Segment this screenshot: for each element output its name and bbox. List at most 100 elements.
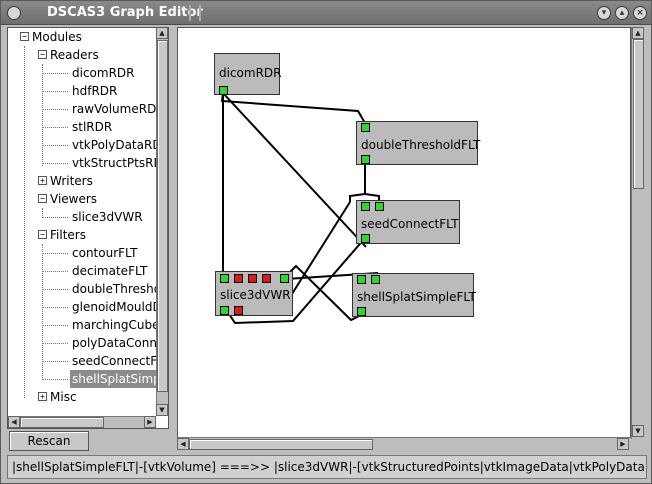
tree-guide bbox=[42, 208, 43, 218]
tree-item-marchingcubesflt[interactable]: marchingCubesFLT bbox=[72, 318, 168, 332]
rescan-button[interactable]: Rescan bbox=[9, 431, 89, 451]
scroll-right-icon[interactable]: ▶ bbox=[144, 416, 156, 428]
scroll-left-icon[interactable]: ◀ bbox=[8, 416, 20, 428]
tree-guide bbox=[42, 217, 68, 218]
tree-item-polydataconnectflt[interactable]: polyDataConnectFLT bbox=[72, 336, 168, 350]
tree-item-dicomrdr[interactable]: dicomRDR bbox=[72, 66, 135, 80]
module-label: shellSplatSimpleFLT bbox=[357, 290, 476, 304]
canvas-vscroll-thumb[interactable] bbox=[633, 39, 644, 189]
input-port[interactable] bbox=[248, 274, 257, 283]
input-port[interactable] bbox=[262, 274, 271, 283]
module-doublethresholdflt[interactable]: doubleThresholdFLT bbox=[356, 121, 480, 165]
tree-guide bbox=[42, 127, 68, 128]
tree-guide bbox=[42, 253, 68, 254]
module-shellsplatsimpleflt[interactable]: shellSplatSimpleFLT bbox=[352, 273, 476, 317]
output-port[interactable] bbox=[219, 86, 228, 95]
module-slice3dvwr[interactable]: slice3dVWR bbox=[215, 271, 293, 316]
tree-item-glenoidmoulddesignflt[interactable]: glenoidMouldDesignFLT bbox=[72, 300, 168, 314]
tree-item-hdfrdr[interactable]: hdfRDR bbox=[72, 84, 118, 98]
collapse-icon[interactable]: − bbox=[38, 230, 47, 239]
input-port[interactable] bbox=[371, 275, 380, 284]
input-port[interactable] bbox=[361, 202, 370, 211]
wire-dicom-to-doublethreshold bbox=[220, 92, 366, 124]
output-port[interactable] bbox=[361, 234, 370, 243]
tree-guide bbox=[24, 46, 25, 398]
wire-doublethreshold-to-seed-a bbox=[349, 150, 366, 202]
tree-vertical-scrollbar[interactable]: ▲ ▼ bbox=[156, 28, 168, 416]
canvas-vertical-scrollbar[interactable]: ▲ ▼ bbox=[631, 27, 645, 439]
tree-group-readers[interactable]: Readers bbox=[50, 48, 99, 62]
tree-horizontal-scrollbar[interactable]: ◀ ▶ bbox=[8, 416, 156, 428]
tree-guide bbox=[42, 325, 68, 326]
tree-item-vtkstructptsrdr[interactable]: vtkStructPtsRDR bbox=[72, 156, 169, 170]
status-bar: |shellSplatSimpleFLT|-[vtkVolume] ===>> … bbox=[7, 455, 647, 479]
tree-guide bbox=[42, 307, 68, 308]
tree-item-contourflt[interactable]: contourFLT bbox=[72, 246, 138, 260]
minimize-icon[interactable]: ▾ bbox=[597, 6, 611, 20]
tree-group-misc[interactable]: Misc bbox=[50, 390, 77, 404]
tree-guide bbox=[42, 244, 43, 380]
tree-guide bbox=[42, 91, 68, 92]
tree-guide bbox=[42, 145, 68, 146]
scroll-up-icon[interactable]: ▲ bbox=[632, 27, 644, 39]
collapse-icon[interactable]: − bbox=[38, 50, 47, 59]
tree-item-decimateflt[interactable]: decimateFLT bbox=[72, 264, 148, 278]
output-port[interactable] bbox=[220, 306, 229, 315]
title-grip-icon bbox=[189, 5, 201, 21]
collapse-icon[interactable]: − bbox=[20, 32, 29, 41]
close-icon[interactable]: × bbox=[633, 6, 647, 20]
tree-group-filters[interactable]: Filters bbox=[50, 228, 86, 242]
tree-item-seedconnectflt[interactable]: seedConnectFLT bbox=[72, 354, 169, 368]
tree-root-modules[interactable]: Modules bbox=[32, 30, 82, 44]
scroll-down-icon[interactable]: ▼ bbox=[156, 404, 168, 416]
scroll-up-icon[interactable]: ▲ bbox=[156, 28, 168, 39]
module-seedconnectflt[interactable]: seedConnectFLT bbox=[356, 200, 460, 244]
tree-item-stlrdr[interactable]: stlRDR bbox=[72, 120, 113, 134]
expand-icon[interactable]: + bbox=[38, 392, 47, 401]
module-label: dicomRDR bbox=[219, 66, 282, 80]
tree-guide bbox=[42, 289, 68, 290]
module-label: slice3dVWR bbox=[220, 288, 291, 302]
tree-group-viewers[interactable]: Viewers bbox=[50, 192, 98, 206]
scroll-left-icon[interactable]: ◀ bbox=[177, 438, 189, 450]
tree-guide bbox=[42, 109, 68, 110]
output-port[interactable] bbox=[357, 307, 366, 316]
input-port[interactable] bbox=[361, 123, 370, 132]
input-port[interactable] bbox=[220, 274, 229, 283]
tree-item-doublethresholdflt[interactable]: doubleThresholdFLT bbox=[72, 282, 168, 296]
module-tree[interactable]: − Modules − Readers dicomRDR hdfRDR rawV… bbox=[7, 27, 169, 429]
module-dicomrdr[interactable]: dicomRDR bbox=[214, 53, 282, 95]
tree-guide bbox=[42, 379, 68, 380]
module-label: seedConnectFLT bbox=[361, 217, 459, 231]
tree-item-shellsplatsimpleflt[interactable]: shellSplatSimpleFLT bbox=[70, 370, 168, 388]
tree-scroll-thumb[interactable] bbox=[157, 40, 168, 392]
input-port[interactable] bbox=[375, 202, 384, 211]
canvas-hscroll-thumb[interactable] bbox=[189, 439, 373, 450]
tree-guide bbox=[42, 163, 68, 164]
window-menu-icon[interactable] bbox=[7, 6, 21, 20]
tree-guide bbox=[42, 73, 68, 74]
title-bar[interactable]: DSCAS3 Graph Editor ▾ ▴ × bbox=[1, 1, 651, 25]
window-title: DSCAS3 Graph Editor bbox=[47, 5, 203, 20]
input-port[interactable] bbox=[280, 274, 289, 283]
tree-hscroll-thumb[interactable] bbox=[20, 417, 104, 428]
tree-item-vtkpolydatardr[interactable]: vtkPolyDataRDR bbox=[72, 138, 169, 152]
tree-guide bbox=[42, 64, 43, 166]
expand-icon[interactable]: + bbox=[38, 176, 47, 185]
tree-guide bbox=[42, 343, 68, 344]
output-port[interactable] bbox=[361, 155, 370, 164]
scroll-right-icon[interactable]: ▶ bbox=[617, 438, 629, 450]
graph-canvas[interactable]: dicomRDR doubleThresholdFLT seedConnectF… bbox=[177, 27, 631, 439]
collapse-icon[interactable]: − bbox=[38, 194, 47, 203]
output-port[interactable] bbox=[234, 306, 243, 315]
canvas-horizontal-scrollbar[interactable]: ◀ ▶ bbox=[177, 437, 631, 451]
input-port[interactable] bbox=[357, 275, 366, 284]
tree-item-rawvolumerdr[interactable]: rawVolumeRDR bbox=[72, 102, 165, 116]
input-port[interactable] bbox=[234, 274, 243, 283]
scroll-down-icon[interactable]: ▼ bbox=[632, 425, 644, 437]
tree-group-writers[interactable]: Writers bbox=[50, 174, 93, 188]
tree-item-slice3dvwr[interactable]: slice3dVWR bbox=[72, 210, 143, 224]
wire-dicom-to-shellsplat bbox=[222, 92, 367, 248]
maximize-icon[interactable]: ▴ bbox=[615, 6, 629, 20]
